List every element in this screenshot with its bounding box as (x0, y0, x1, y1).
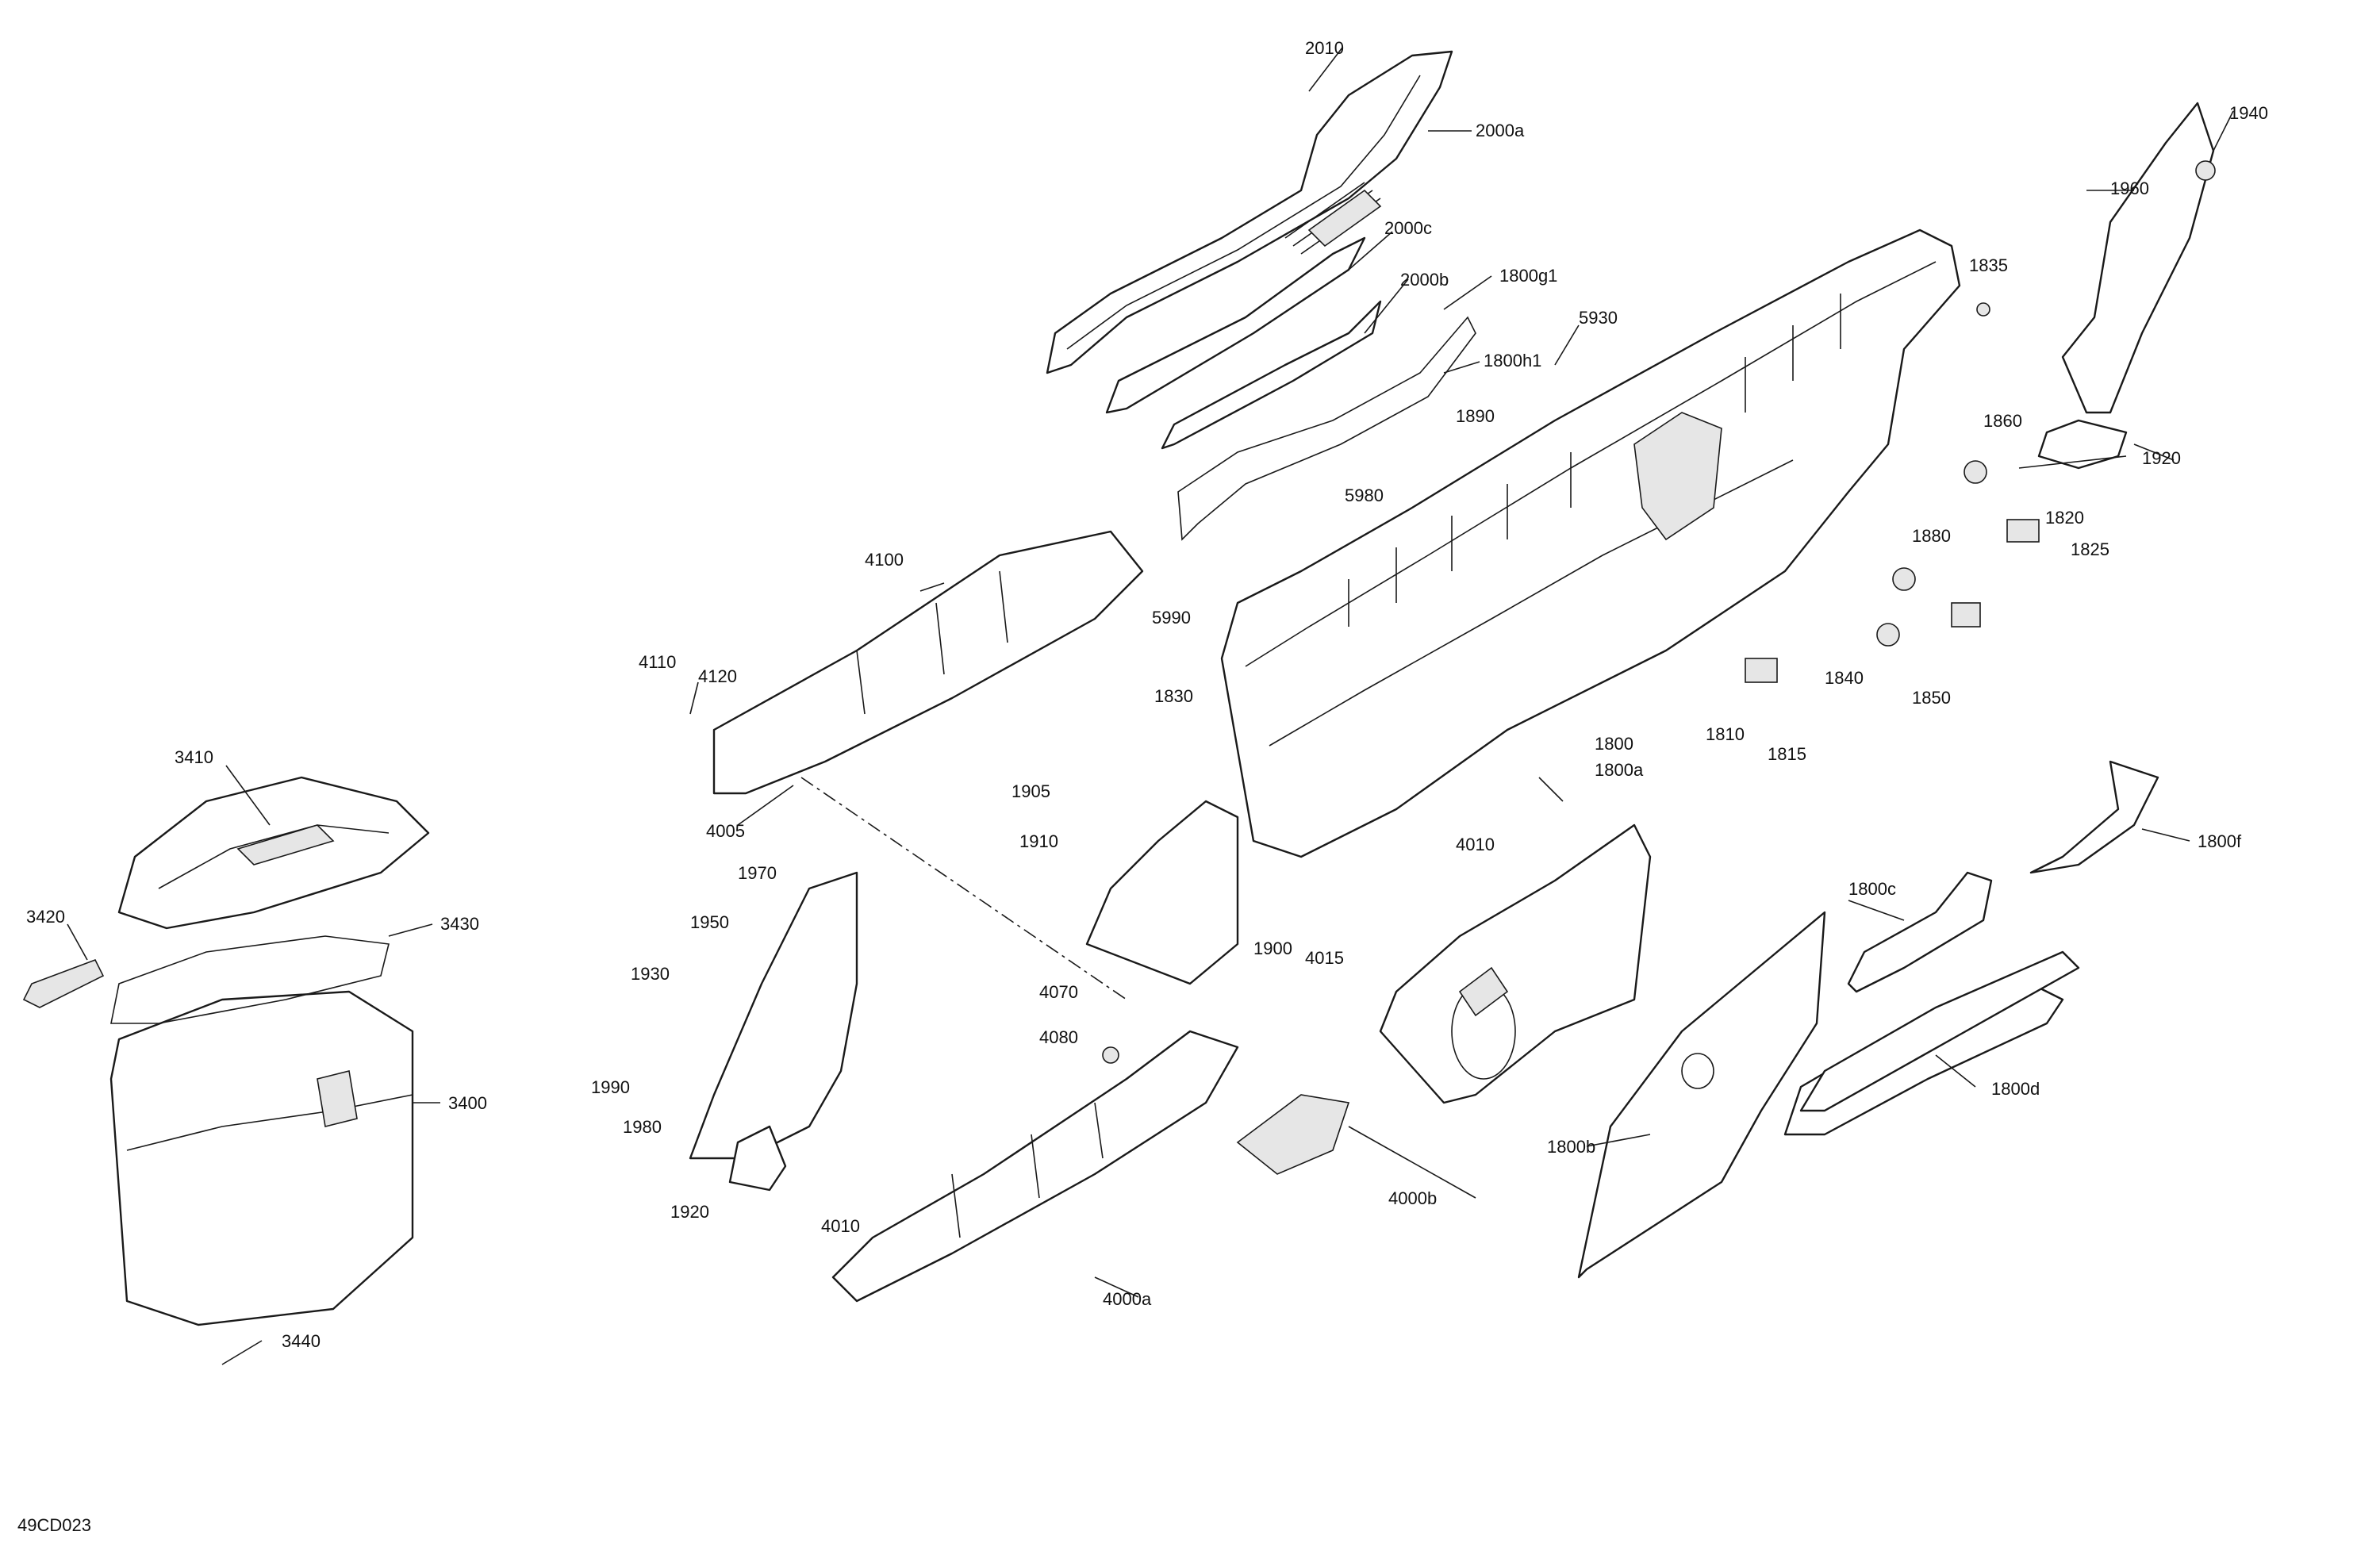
part-panel-1800d (1783, 950, 2080, 1136)
callout-4120: 4120 (698, 666, 737, 686)
part-seal-1800g1 (1177, 316, 1476, 541)
callout-2000a: 2000a (1476, 121, 1525, 140)
callout-4010-left: 4010 (821, 1216, 860, 1236)
callout-1920-right: 1920 (2142, 448, 2181, 468)
part-gasket-2000c (1105, 236, 1366, 414)
callout-1860: 1860 (1983, 411, 2022, 431)
callout-1930: 1930 (631, 964, 670, 984)
diagram-reference-code: 49CD023 (17, 1515, 91, 1535)
callout-5990: 5990 (1152, 608, 1191, 628)
hardware-fasteners (1102, 160, 2216, 1064)
callout-4000a: 4000a (1103, 1289, 1152, 1309)
callout-4000b: 4000b (1388, 1188, 1437, 1208)
callout-1880: 1880 (1912, 526, 1951, 546)
callout-3400: 3400 (448, 1093, 487, 1113)
callout-1800: 1800 (1595, 734, 1633, 754)
part-handle-3420 (22, 958, 105, 1008)
callout-4070: 4070 (1039, 982, 1078, 1002)
part-storage-lid (117, 776, 430, 930)
part-guard-1950 (689, 871, 858, 1160)
callout-3420: 3420 (26, 907, 65, 927)
callout-1900: 1900 (1253, 938, 1292, 958)
callout-5930: 5930 (1579, 308, 1618, 328)
callout-1850: 1850 (1912, 688, 1951, 708)
callout-4110: 4110 (639, 652, 676, 672)
callout-1840: 1840 (1825, 668, 1864, 688)
callout-1820: 1820 (2045, 508, 2084, 528)
callout-2010: 2010 (1305, 38, 1344, 58)
callout-1800g1: 1800g1 (1499, 266, 1557, 286)
callout-1825: 1825 (2071, 539, 2109, 559)
callout-4015: 4015 (1305, 948, 1344, 968)
part-center-assembly (1379, 823, 1652, 1104)
callout-4010-right: 4010 (1456, 835, 1495, 854)
callout-3430: 3430 (440, 914, 479, 934)
callout-1940: 1940 (2229, 103, 2268, 123)
part-panel-1800 (1220, 228, 1961, 858)
callout-1800a: 1800a (1595, 760, 1644, 780)
part-duct-4000a (831, 1030, 1239, 1303)
callout-1920-left: 1920 (670, 1202, 709, 1222)
callout-labels: 2010 2000a 2000c 2000b 1800g1 1800h1 593… (26, 38, 2268, 1351)
callout-1950: 1950 (690, 912, 729, 932)
alignment-line (800, 777, 1127, 1000)
callout-2000c: 2000c (1384, 218, 1432, 238)
callout-4005: 4005 (706, 821, 745, 841)
callout-3440: 3440 (282, 1331, 321, 1351)
callout-1890: 1890 (1456, 406, 1495, 426)
callout-1800c: 1800c (1848, 879, 1896, 899)
callout-2000b: 2000b (1400, 270, 1449, 290)
callout-1990: 1990 (591, 1077, 630, 1097)
part-panel-1800b (1577, 911, 1826, 1279)
callout-1960: 1960 (2110, 178, 2149, 198)
part-deflector-4000b (1236, 1094, 1350, 1175)
part-storage-box (109, 990, 414, 1326)
callout-1810: 1810 (1706, 724, 1745, 744)
callout-1835: 1835 (1969, 255, 2008, 275)
callout-1800b: 1800b (1547, 1137, 1595, 1157)
callout-4100: 4100 (865, 550, 904, 570)
callout-5980: 5980 (1345, 486, 1384, 505)
callout-1910: 1910 (1019, 831, 1058, 851)
callout-1980: 1980 (623, 1117, 662, 1137)
part-gasket-2000b (1161, 300, 1382, 450)
callout-1830: 1830 (1154, 686, 1193, 706)
callout-1800d: 1800d (1991, 1079, 2040, 1099)
part-handle-1920-right (2037, 419, 2128, 470)
callout-1800h1: 1800h1 (1484, 351, 1541, 370)
part-duct-4100 (712, 530, 1144, 795)
callout-4080: 4080 (1039, 1027, 1078, 1047)
callout-1800f: 1800f (2198, 831, 2242, 851)
leader-lines (67, 47, 2234, 1365)
part-guard-1800f (2029, 760, 2159, 874)
callout-1815: 1815 (1768, 744, 1806, 764)
callout-1905: 1905 (1012, 781, 1050, 801)
part-bracket-1800a (1085, 800, 1239, 985)
part-handle-1920-left (728, 1125, 787, 1192)
part-gasket-3430 (110, 935, 390, 1024)
part-guard-1960 (2061, 102, 2215, 414)
callout-1970: 1970 (738, 863, 777, 883)
part-cover-2000a (1046, 50, 1453, 374)
part-panel-1800c (1847, 871, 1993, 993)
callout-3410: 3410 (175, 747, 213, 767)
